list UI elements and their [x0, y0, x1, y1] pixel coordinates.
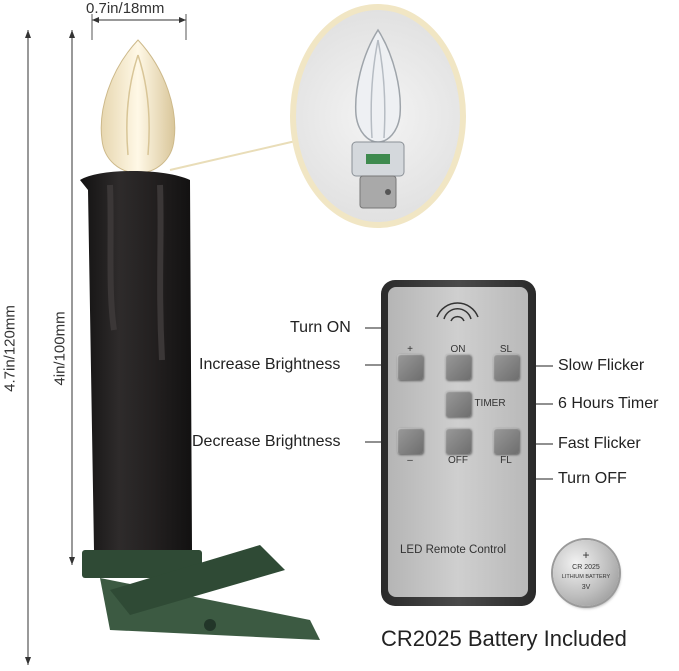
minus-label: – [407, 455, 413, 466]
increase-brightness-button[interactable] [397, 354, 423, 380]
signal-icon [436, 302, 479, 322]
fl-label: FL [500, 455, 512, 466]
callout-slow-flicker: Slow Flicker [558, 357, 645, 374]
callout-increase-brightness: Increase Brightness [199, 356, 341, 373]
callout-decrease-brightness: Decrease Brightness [192, 433, 341, 450]
width-dimension-label: 0.7in/18mm [86, 0, 165, 17]
total-height-dimension-label: 4.7in/120mm [1, 305, 19, 392]
callout-turn-off: Turn OFF [558, 470, 627, 487]
body-height-dimension-label: 4in/100mm [51, 311, 69, 386]
timer-button[interactable] [445, 391, 471, 417]
callout-six-hours-timer: 6 Hours Timer [558, 395, 659, 412]
slow-flicker-button[interactable] [493, 354, 519, 380]
off-label: OFF [448, 455, 468, 466]
fast-flicker-button[interactable] [493, 428, 519, 454]
cr2025-battery: + CR 2025 LITHIUM BATTERY 3V [553, 540, 619, 606]
battery-plus: + [582, 548, 590, 562]
bulb-zoom-detail [290, 4, 466, 228]
turn-on-button[interactable] [445, 354, 471, 380]
battery-included-caption: CR2025 Battery Included [381, 626, 627, 651]
candle-illustration [80, 39, 320, 640]
battery-voltage: 3V [581, 584, 591, 591]
plus-label: + [407, 344, 413, 355]
sl-label: SL [499, 344, 513, 355]
callout-fast-flicker: Fast Flicker [558, 435, 641, 452]
on-label: ON [450, 344, 466, 355]
battery-type: LITHIUM BATTERY [561, 574, 611, 580]
timer-label: TIMER [474, 398, 506, 409]
decrease-brightness-button[interactable] [397, 428, 423, 454]
battery-model: CR 2025 [572, 564, 600, 571]
callout-turn-on: Turn ON [290, 319, 351, 336]
remote-caption: LED Remote Control [400, 544, 507, 556]
turn-off-button[interactable] [445, 428, 471, 454]
